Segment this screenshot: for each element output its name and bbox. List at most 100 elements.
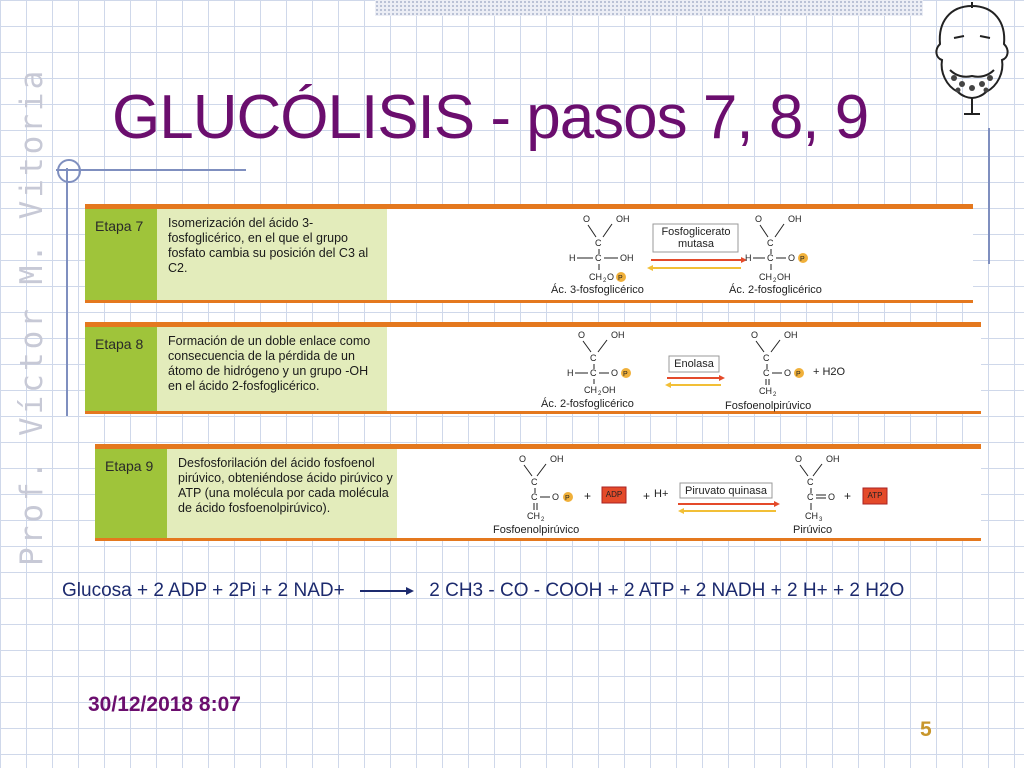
- slide-title: GLUCÓLISIS - pasos 7, 8, 9: [112, 83, 869, 152]
- panel-description-area: [167, 449, 397, 538]
- svg-text:OH: OH: [620, 253, 634, 263]
- enzyme-name: Fosfoglicerato mutasa: [655, 226, 737, 250]
- step-description: Desfosforilación del ácido fosfoenol pir…: [178, 456, 393, 515]
- svg-text:OH: OH: [550, 454, 564, 464]
- slide-number: 5: [920, 718, 932, 741]
- decorative-vertical-line: [66, 168, 68, 416]
- svg-text:CH: CH: [759, 272, 772, 282]
- svg-text:3: 3: [819, 517, 823, 523]
- enzyme-name-line-2: mutasa: [677, 238, 715, 250]
- svg-text:C: C: [590, 368, 597, 378]
- svg-text:OH: OH: [602, 385, 616, 395]
- author-watermark: Prof. Víctor M. Vitoria: [14, 67, 50, 566]
- svg-text:2: 2: [773, 392, 777, 398]
- svg-text:C: C: [807, 477, 814, 487]
- panel-stripe-bottom: [95, 538, 981, 541]
- step-description: Isomerización del ácido 3-fosfoglicérico…: [168, 216, 369, 275]
- step-label: Etapa 8: [95, 336, 144, 352]
- svg-text:O: O: [755, 214, 762, 224]
- svg-text:P: P: [565, 495, 570, 502]
- enzyme-name: Piruvato quinasa: [685, 485, 767, 497]
- janus-head-logo-icon: [935, 2, 1009, 115]
- svg-text:OH: OH: [784, 330, 798, 340]
- svg-text:P: P: [618, 275, 623, 282]
- svg-text:OH: OH: [611, 330, 625, 340]
- svg-text:O: O: [607, 272, 614, 282]
- step-description: Formación de un doble enlace como consec…: [168, 334, 371, 393]
- svg-text:P: P: [623, 371, 628, 378]
- svg-text:C: C: [763, 353, 770, 363]
- svg-text:O: O: [583, 214, 590, 224]
- svg-text:2: 2: [773, 278, 777, 284]
- svg-text:C: C: [767, 238, 774, 248]
- svg-text:H: H: [569, 253, 576, 263]
- panel-description-area: [157, 327, 387, 411]
- svg-text:O: O: [795, 454, 802, 464]
- svg-text:2: 2: [598, 391, 602, 397]
- svg-text:O: O: [788, 253, 795, 263]
- reaction-arrow-icon: [359, 586, 414, 595]
- step-8-panel: Etapa 8 Formación de un doble enlace com…: [85, 322, 981, 414]
- panel-stripe: [85, 204, 973, 209]
- summary-equation: Glucosa + 2 ADP + 2Pi + 2 NAD+ 2 CH3 - C…: [62, 580, 904, 602]
- svg-text:P: P: [800, 256, 805, 263]
- svg-text:O: O: [611, 368, 618, 378]
- panel-stripe: [95, 444, 981, 449]
- decorative-circle-icon: [57, 159, 81, 183]
- svg-text:OH: OH: [777, 272, 791, 282]
- panel-stripe: [85, 322, 981, 327]
- svg-text:+: +: [643, 489, 650, 503]
- svg-text:O: O: [828, 492, 835, 502]
- step-label: Etapa 7: [95, 218, 144, 234]
- svg-text:P: P: [796, 371, 801, 378]
- panel-stripe-bottom: [85, 411, 981, 414]
- panel-label-area: [85, 209, 157, 300]
- enzyme-name-line-1: Fosfoglicerato: [661, 226, 731, 238]
- svg-text:C: C: [763, 368, 770, 378]
- slide-date: 30/12/2018 8:07: [88, 693, 241, 716]
- panel-label-area: [85, 327, 157, 411]
- panel-description-area: [157, 209, 387, 300]
- decorative-vertical-line-right: [988, 128, 990, 264]
- svg-text:CH: CH: [759, 386, 772, 396]
- svg-text:O: O: [519, 454, 526, 464]
- decorative-horizontal-line: [56, 169, 246, 171]
- proton-label: H+: [654, 488, 669, 500]
- svg-text:CH: CH: [805, 511, 818, 521]
- svg-text:OH: OH: [616, 214, 630, 224]
- product-name: Ác. 2-fosfoglicérico: [729, 284, 822, 296]
- svg-text:C: C: [595, 253, 602, 263]
- svg-text:+: +: [844, 489, 851, 503]
- panel-label-area: [95, 449, 167, 538]
- svg-text:C: C: [595, 238, 602, 248]
- svg-text:O: O: [578, 330, 585, 340]
- substrate-name: Ác. 2-fosfoglicérico: [541, 398, 634, 410]
- svg-text:+: +: [584, 489, 591, 503]
- adp-badge: ADP: [605, 490, 623, 499]
- svg-text:C: C: [590, 353, 597, 363]
- atp-badge: ATP: [867, 491, 883, 500]
- svg-text:OH: OH: [788, 214, 802, 224]
- step-9-panel: Etapa 9 Desfosforilación del ácido fosfo…: [95, 444, 981, 541]
- substrate-name: Ác. 3-fosfoglicérico: [551, 284, 644, 296]
- substrate-name: Fosfoenolpirúvico: [493, 524, 580, 536]
- svg-text:C: C: [767, 253, 774, 263]
- svg-text:O: O: [552, 492, 559, 502]
- step-label: Etapa 9: [105, 458, 154, 474]
- panel-stripe-bottom: [85, 300, 973, 303]
- svg-text:H: H: [567, 368, 574, 378]
- svg-text:2: 2: [541, 517, 545, 523]
- svg-text:2: 2: [603, 278, 607, 284]
- top-decorative-band: [375, 0, 923, 16]
- svg-text:O: O: [784, 368, 791, 378]
- svg-text:CH: CH: [584, 385, 597, 395]
